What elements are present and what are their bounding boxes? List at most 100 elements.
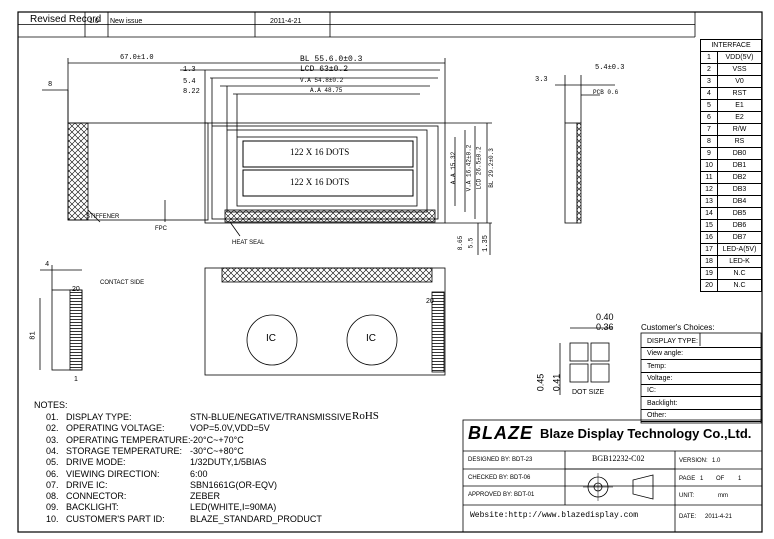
company-name: Blaze Display Technology Co.,Ltd. [540,426,752,441]
pin-name: DB4 [717,195,762,208]
pin-name: RST [717,87,762,100]
pin-name: VDD(5V) [717,51,762,64]
dim-overall-width: 67.0±1.0 [120,54,154,62]
date-value: 2011-4-21 [705,514,732,520]
dim-lcd: LCD 63±0.2 [300,65,349,74]
pin-name: R/W [717,123,762,136]
pin-number: 13 [700,195,718,208]
dim-81: 81 [29,331,38,340]
display-row-1-label: 122 X 16 DOTS [290,147,350,157]
projection-symbol [583,473,654,501]
pin-number: 10 [700,159,718,172]
dim-0-40: 0.40 [596,312,614,322]
unit-label: UNIT: [679,493,694,499]
pin-number: 19 [700,267,718,280]
front-view [42,58,492,255]
pin-number: 9 [700,147,718,160]
pin-number: 8 [700,135,718,148]
pin-name: DB7 [717,231,762,244]
dim-0-36: 0.36 [596,322,614,332]
pin-number: 2 [700,63,718,76]
pin-name: DB3 [717,183,762,196]
revision-date: 2011-4-21 [270,18,302,25]
dim-bl: BL 55.6.0±0.3 [300,55,363,64]
dim-v-va: V.A 16.42±0.2 [465,144,473,192]
pin-number: 6 [700,111,718,124]
pin-name: RS [717,135,762,148]
dim-5-4: 5.4 [183,78,196,86]
note-value: BLAZE_STANDARD_PRODUCT [190,513,322,524]
designed-by: DESIGNED BY: BDT-23 [468,457,533,463]
pin-name: V0 [717,75,762,88]
customer-choice-row: DISPLAY TYPE: [641,336,761,348]
note-label: DISPLAY TYPE: [66,412,132,422]
pin-number: 11 [700,171,718,184]
revision-description: New issue [110,18,143,25]
dim-v-bl: BL 29.2±0.3 [487,148,495,188]
note-number: 09. [46,502,59,513]
dim-aa: A.A 48.75 [310,87,343,94]
contact-side-label: CONTACT SIDE [100,280,145,286]
customer-choices-table [640,332,762,424]
note-value: 6:00 [190,468,208,479]
notes-title: NOTES: [34,400,68,410]
back-view [39,265,446,376]
fpc-label: FPC [155,226,167,232]
dim-4: 4 [45,261,50,269]
revision-header-label: Revised Record [30,14,102,25]
note-label: CUSTOMER'S PART ID: [66,513,165,524]
note-label: OPERATING VOLTAGE: [66,423,165,434]
dim-v-aa: A.A 15.32 [450,151,458,185]
dot-size-diagram [559,327,612,395]
note-label: STORAGE TEMPERATURE: [66,445,183,456]
side-view [555,75,615,224]
dim-0-45: 0.45 [535,373,546,392]
pin-number: 18 [700,255,718,268]
pin-name: LED-A(5V) [717,243,762,256]
note-number: 08. [46,491,59,502]
pin-name: DB5 [717,207,762,220]
note-number: 05. [46,457,59,468]
sheet-border [17,11,763,533]
pin-20-right-label: 20 [426,298,434,305]
display-row-2-label: 122 X 16 DOTS [290,177,350,187]
note-value: 1/32DUTY,1/5BIAS [190,457,267,468]
pin-number: 5 [700,99,718,112]
revision-table [18,12,696,38]
note-value: -20°C~+70°C [190,434,244,445]
note-label: VIEWING DIRECTION: [66,468,160,479]
pin-name: E1 [717,99,762,112]
note-number: 07. [46,479,59,490]
dim-8-22: 8.22 [183,88,200,96]
dim-8: 8 [48,81,53,89]
revision-number: 1.0 [89,18,99,25]
dot-size-label: DOT SIZE [572,389,605,396]
note-label: BACKLIGHT: [66,502,119,513]
note-value: VOP=5.0V,VDD=5V [190,423,270,434]
dim-va: V.A 54.8±0.2 [300,77,344,84]
dim-v-lcd: LCD 26.5±0.2 [475,146,483,190]
pin-number: 20 [700,279,718,292]
pages-value: 1 [738,476,742,482]
dim-0-41: 0.41 [551,373,562,392]
pin-name: N.C [717,267,762,280]
pin-name: N.C [717,279,762,292]
ic-1-label: IC [266,333,276,344]
note-value: -30°C~+80°C [190,445,244,456]
note-value: ZEBER [190,491,221,502]
customer-choices-title: Customer's Choices: [641,323,715,332]
pin-number: 16 [700,231,718,244]
note-value: LED(WHITE,I=90MA) [190,502,277,513]
